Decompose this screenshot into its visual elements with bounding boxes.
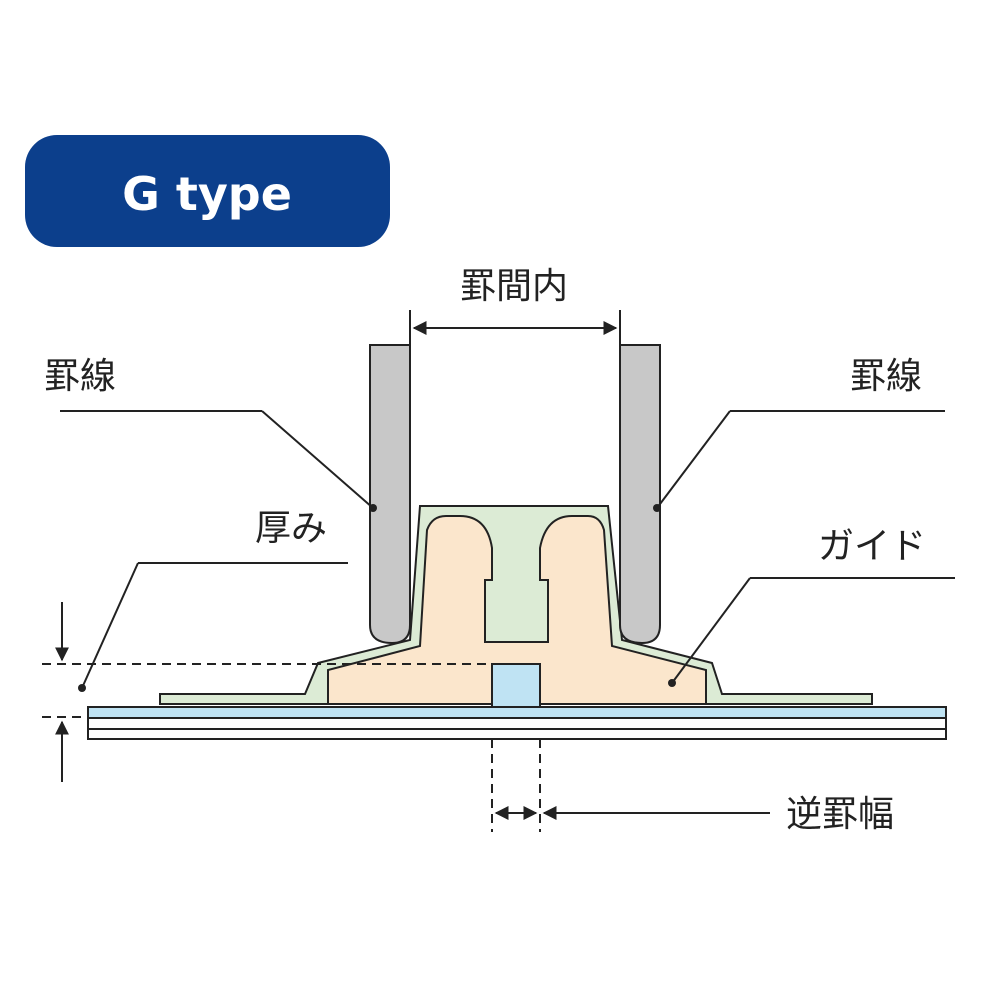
rule-line-right-blade — [619, 344, 661, 645]
outer-shell — [159, 505, 873, 705]
base-plate — [87, 706, 947, 740]
type-badge-bg — [25, 135, 390, 247]
leader-rule-line-right — [653, 410, 945, 512]
leader-rule-line-left — [60, 410, 377, 512]
guide-body — [327, 515, 707, 705]
label-rule-line-right: 罫線 — [850, 356, 922, 397]
reverse-rule-width-dimension — [491, 739, 770, 832]
leader-guide — [668, 577, 955, 687]
label-rule-line-left: 罫線 — [44, 356, 116, 397]
label-reverse-rule-width: 逆罫幅 — [786, 794, 894, 835]
leader-thickness — [78, 562, 348, 692]
rule-line-left-blade — [369, 344, 411, 645]
type-badge-label: G type — [122, 167, 292, 221]
thickness-dimension — [42, 602, 492, 782]
reverse-rule-channel — [491, 663, 541, 708]
type-badge: G type — [25, 135, 390, 247]
label-thickness: 厚み — [255, 508, 327, 549]
label-rule-gap: 罫間内 — [460, 266, 568, 307]
rule-gap-dimension — [409, 310, 621, 345]
label-guide: ガイド — [818, 526, 926, 567]
